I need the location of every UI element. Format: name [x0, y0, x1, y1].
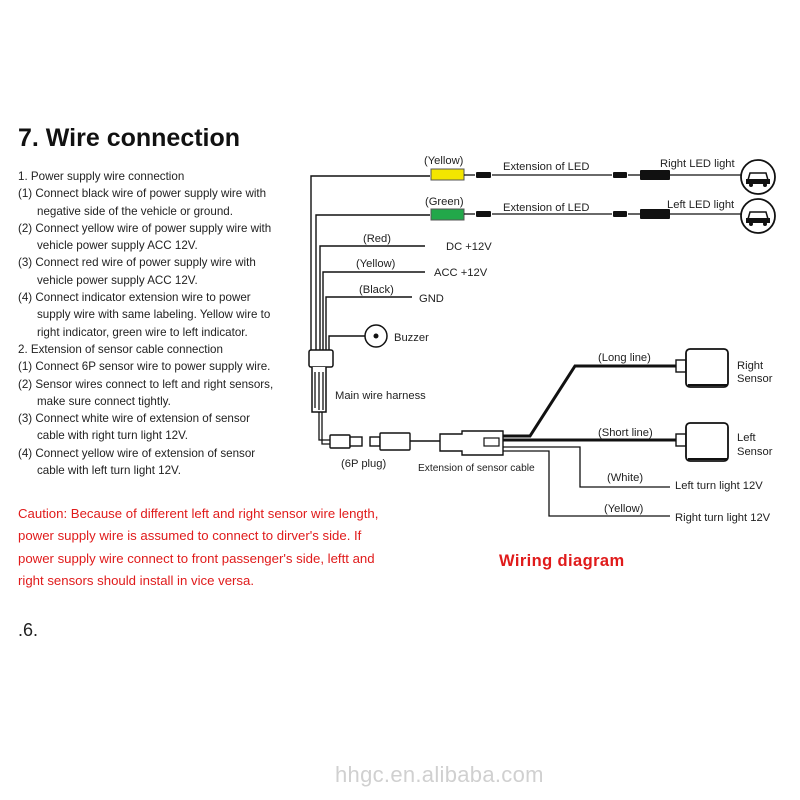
caution-line: power supply wire is assumed to connect …: [18, 528, 362, 544]
caution-note: Caution: Because of different left and r…: [18, 503, 418, 592]
ext-led-label-2: Extension of LED: [503, 202, 589, 214]
yellow-tag: (Yellow): [424, 155, 464, 167]
long-line-label: (Long line): [598, 352, 651, 364]
instruction-line: (4) Connect indicator extension wire to …: [18, 291, 251, 305]
diagram-caption: Wiring diagram: [499, 552, 625, 570]
main-harness-label: Main wire harness: [335, 390, 426, 402]
ext-led-label-1: Extension of LED: [503, 161, 589, 173]
instructions-list: 1. Power supply wire connection (1) Conne…: [18, 168, 308, 479]
right-led-label: Right LED light: [660, 158, 736, 170]
buzzer-icon: [364, 324, 388, 348]
right-sensor-label-2: Sensor: [737, 373, 773, 385]
led-connectors: [476, 170, 670, 219]
right-turn-label: Right turn light 12V: [675, 512, 771, 524]
yellow-indicator-block: [430, 168, 465, 181]
instruction-line: 1. Power supply wire connection: [18, 170, 185, 183]
left-turn-label: Left turn light 12V: [675, 480, 763, 492]
left-sensor-label-2: Sensor: [737, 446, 773, 458]
ext-sensor-label: Extension of sensor cable: [418, 463, 535, 474]
instruction-line: (3) Connect red wire of power supply wir…: [18, 256, 256, 270]
page-title: 7. Wire connection: [18, 124, 241, 152]
plug-6p-label: (6P plug): [341, 458, 386, 470]
instruction-line: vehicle power supply ACC 12V.: [37, 273, 198, 287]
instruction-line: 2. Extension of sensor cable connection: [18, 342, 223, 356]
black-tag: (Black): [359, 284, 394, 296]
watermark: hhgc.en.alibaba.com: [335, 762, 544, 787]
6p-plug: [329, 432, 411, 451]
caution-line: Caution: Because of different left and r…: [18, 506, 379, 521]
instruction-line: make sure connect tightly.: [37, 394, 171, 408]
instruction-line: vehicle power supply ACC 12V.: [37, 239, 198, 253]
green-indicator-block: [430, 208, 465, 221]
green-tag: (Green): [425, 196, 464, 208]
instruction-line: (2) Connect yellow wire of power supply …: [18, 221, 272, 235]
instruction-line: (1) Connect 6P sensor wire to power supp…: [18, 360, 271, 374]
instruction-line: cable with right turn light 12V.: [37, 429, 189, 443]
instruction-line: supply wire with same labeling. Yellow w…: [37, 308, 271, 322]
instruction-line: (4) Connect yellow wire of extension of …: [18, 446, 256, 460]
right-sensor-label-1: Right: [737, 360, 764, 372]
left-sensor-label-1: Left: [737, 432, 757, 444]
left-sensor-icon: [675, 422, 729, 462]
left-led-light-icon: [740, 198, 776, 234]
instruction-line: (3) Connect white wire of extension of s…: [18, 412, 250, 426]
instruction-line: cable with left turn light 12V.: [37, 464, 181, 478]
main-harness-sleeve: [308, 349, 334, 413]
yellow-turn-tag: (Yellow): [604, 503, 644, 515]
instruction-line: (2) Sensor wires connect to left and rig…: [18, 377, 274, 391]
instruction-line: (1) Connect black wire of power supply w…: [18, 187, 267, 201]
gnd-label: GND: [419, 293, 444, 305]
sensor-wires: [503, 364, 686, 517]
caution-line: power supply wire connect to front passe…: [18, 550, 375, 566]
instruction-line: right indicator, green wire to left indi…: [37, 325, 248, 339]
caution-line: right sensors should install in vice ver…: [18, 572, 255, 588]
yellow-acc-tag: (Yellow): [356, 258, 396, 270]
white-tag: (White): [607, 472, 643, 484]
red-tag: (Red): [363, 233, 391, 245]
left-led-label: Left LED light: [667, 199, 735, 211]
dc12-label: DC +12V: [446, 241, 492, 253]
sensor-extension-sleeve: [439, 430, 504, 456]
right-sensor-icon: [675, 348, 729, 388]
buzzer-label: Buzzer: [394, 332, 429, 344]
instruction-line: negative side of the vehicle or ground.: [37, 204, 233, 218]
acc12-label: ACC +12V: [434, 267, 488, 279]
page-number: .6.: [18, 620, 39, 640]
main-harness-wires: [310, 175, 430, 360]
right-led-light-icon: [740, 159, 776, 195]
short-line-label: (Short line): [598, 427, 653, 439]
